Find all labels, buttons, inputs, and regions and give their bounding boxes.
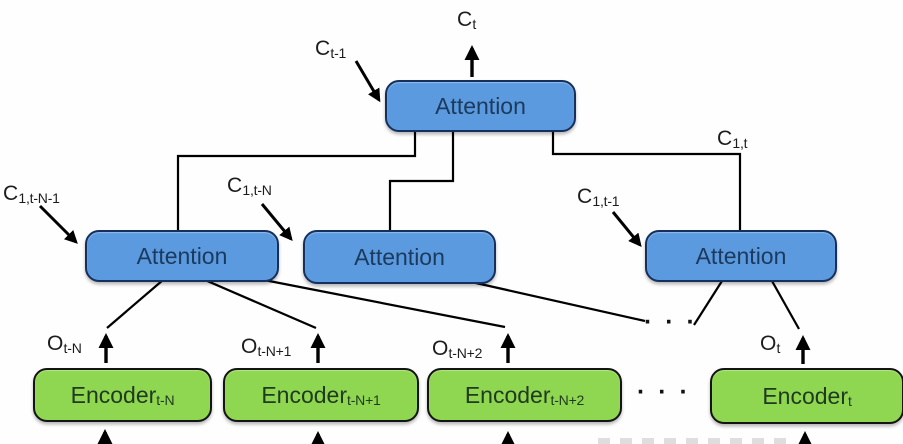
encoder-node-1-main: Encoder (70, 381, 157, 408)
attention-node-left: Attention (85, 230, 279, 282)
ellipsis-encoder-level: · · · (637, 378, 691, 406)
fan-right-attention-to-o4 (771, 280, 800, 330)
encoder-node-3: Encodert-N+2 (427, 368, 622, 422)
label-o-t-N-2-main: O (432, 337, 449, 360)
c1-t-N-input-arrow (260, 203, 293, 242)
encoder-node-3-main: Encoder (464, 381, 551, 408)
connector-top-to-right-attention (551, 129, 742, 231)
fan-left-attention-to-o1 (106, 279, 164, 329)
label-o-t-N-2-sub: t-N+2 (448, 345, 483, 361)
label-o-t-N-sub: t-N (63, 340, 82, 356)
label-c-1-t-N-1-main: C (3, 182, 19, 205)
label-c-t-1-main: C (315, 37, 331, 60)
encoder-node-4-label: Encodert (762, 382, 852, 410)
fan-left-attention-to-o2 (204, 278, 317, 330)
fan-left-attention-to-o3 (263, 278, 506, 329)
label-c-1-t-N: C1,t-N (227, 174, 272, 198)
label-c-1-t: C1,t (717, 127, 748, 151)
connector-top-to-middle-attention (388, 129, 455, 231)
label-o-t-N-1-main: O (241, 335, 258, 358)
attention-node-middle-label: Attention (354, 243, 445, 270)
encoder-node-1-label: Encodert-N (71, 382, 175, 409)
c1-t-1-input-arrow (611, 211, 642, 248)
connector-top-to-left-attention (176, 129, 417, 231)
encoder-node-2-sub: t-N+1 (347, 391, 381, 408)
label-o-t: Ot (760, 332, 780, 356)
ct-minus-1-input-arrow (354, 60, 381, 103)
label-c-1-t-N-main: C (227, 174, 243, 197)
bottom-edge-text-artifact (598, 438, 793, 444)
label-o-t-N-1-sub: t-N+1 (257, 343, 292, 359)
label-o-t-N: Ot-N (47, 332, 82, 356)
attention-node-middle: Attention (303, 230, 496, 284)
c1-t-N-1-input-arrow (38, 204, 78, 244)
label-c-t-sub: t (472, 16, 477, 32)
label-c-1-t-1-sub: 1,t-1 (592, 193, 620, 209)
attention-node-right: Attention (645, 230, 837, 282)
label-o-t-N-main: O (47, 332, 64, 355)
encoder-node-4: Encodert (710, 368, 903, 424)
label-o-t-sub: t (776, 340, 781, 356)
fan-right-attention-to-ellipsis (693, 280, 723, 326)
label-c-t-1: Ct-1 (315, 37, 346, 61)
encoder-node-2: Encodert-N+1 (223, 368, 419, 422)
encoder-node-4-main: Encoder (762, 382, 848, 409)
encoder-node-2-label: Encodert-N+1 (261, 382, 380, 409)
label-c-t-1-sub: t-1 (330, 45, 347, 61)
encoder-node-1: Encodert-N (33, 368, 212, 422)
label-o-t-N-1: Ot-N+1 (241, 335, 291, 359)
encoder-node-2-main: Encoder (261, 381, 348, 408)
label-c-1-t-1: C1,t-1 (577, 185, 620, 209)
label-c-t: Ct (457, 8, 476, 32)
label-c-t-main: C (457, 8, 473, 31)
label-o-t-main: O (760, 332, 777, 355)
attention-node-top-label: Attention (435, 92, 526, 119)
encoder-node-4-sub: t (847, 392, 852, 409)
encoder-node-3-label: Encodert-N+2 (465, 382, 584, 409)
label-c-1-t-1-main: C (577, 185, 593, 208)
label-c-1-t-sub: 1,t (732, 135, 748, 151)
attention-node-right-label: Attention (695, 242, 787, 269)
label-c-1-t-main: C (717, 127, 733, 150)
attention-node-top: Attention (385, 80, 576, 132)
label-c-1-t-N-sub: 1,t-N (242, 182, 272, 198)
label-c-1-t-N-1: C1,t-N-1 (3, 182, 60, 206)
encoder-node-1-sub: t-N (156, 391, 175, 408)
encoder-node-3-sub: t-N+2 (550, 391, 585, 408)
label-c-1-t-N-1-sub: 1,t-N-1 (18, 190, 60, 206)
attention-node-left-label: Attention (136, 242, 228, 269)
label-o-t-N-2: Ot-N+2 (432, 337, 482, 361)
ellipsis-attention-level: · · · (644, 308, 698, 336)
fan-middle-attention-to-ellipsis (466, 279, 646, 323)
